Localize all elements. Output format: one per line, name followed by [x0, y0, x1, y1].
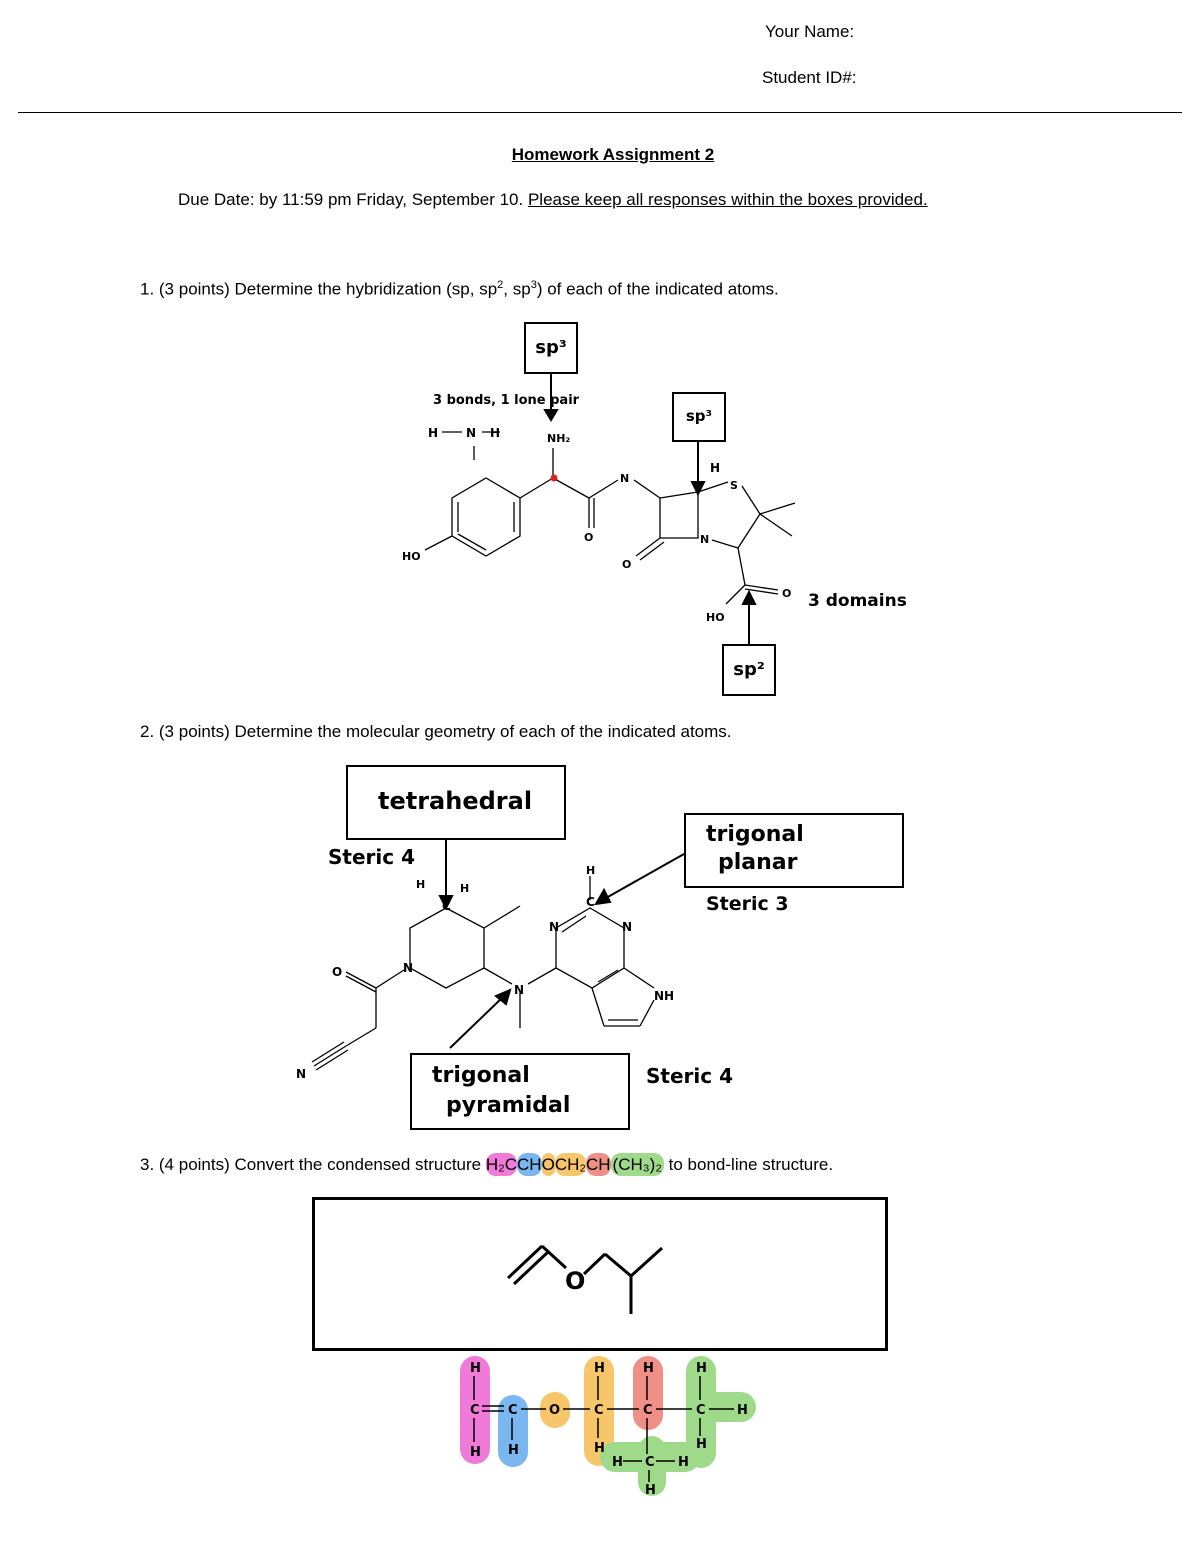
page-title: Homework Assignment 2 [511, 145, 715, 164]
q3-answer-box[interactable] [312, 1197, 888, 1351]
q1-sup2: 3 [530, 279, 537, 291]
q3-exp-c2: C [508, 1403, 518, 1418]
q3-exp-h2: H [470, 1445, 481, 1460]
q2-note-steric-bottom: Steric 4 [646, 1064, 733, 1088]
q2-nh: NH [654, 989, 674, 1003]
q1-prompt-b: , sp [503, 279, 531, 299]
q3-exp-h1: H [470, 1361, 481, 1376]
q2-h-top: H [586, 864, 595, 877]
q3-exp-h7: H [696, 1361, 707, 1376]
q1-note-bonds: 3 bonds, 1 lone pair [433, 393, 580, 408]
q1-answer-box-top[interactable]: sp³ [524, 322, 578, 374]
q2-n-a: N [549, 920, 559, 934]
q2-c-top: C [586, 895, 595, 909]
q1-answer-box-right[interactable]: sp³ [672, 392, 726, 442]
q1-h-stereo: H [710, 461, 720, 475]
q3-formula-part4: CH₂ [554, 1153, 586, 1176]
q3-exp-h12: H [645, 1483, 656, 1498]
q3-formula-part3: O [541, 1153, 555, 1176]
q1-nh2: NH₂ [547, 432, 570, 445]
q1-prompt-c: ) of each of the indicated atoms. [536, 279, 779, 299]
q1-o2: O [622, 558, 631, 571]
q2-n-amine: N [514, 983, 524, 997]
q3-exp-c5: C [696, 1403, 706, 1418]
q1-answer-top: sp³ [535, 337, 567, 358]
q3-prompt: 3. (4 points) Convert the condensed stru… [140, 1153, 834, 1176]
q2-answer-box-top[interactable]: tetrahedral [346, 765, 566, 840]
q2-o: O [332, 965, 342, 979]
q3-formula-part6: (CH₃)₂ [610, 1153, 664, 1176]
q1-s: S [730, 479, 738, 492]
q3-exp-c4: C [643, 1403, 653, 1418]
q3-exp-h9: H [696, 1437, 707, 1452]
q1-prompt: 1. (3 points) Determine the hybridizatio… [140, 279, 779, 300]
due-instruction: Please keep all responses within the box… [527, 190, 928, 209]
q2-n-b: N [622, 920, 632, 934]
q3-exp-h8: H [737, 1403, 748, 1418]
q1-h-right: H [490, 426, 500, 440]
q1-n1: N [620, 472, 629, 485]
q1-answer-box-bottom[interactable]: sp² [722, 644, 776, 696]
q3-formula-part1: H₂C [485, 1153, 518, 1176]
q2-prompt: 2. (3 points) Determine the molecular ge… [140, 722, 732, 741]
q3-formula-part2: CH [517, 1153, 542, 1176]
q3-exp-o: O [549, 1403, 560, 1418]
q1-note-domains: 3 domains [808, 591, 907, 611]
q2-answer-top: tetrahedral [378, 787, 533, 815]
q3-exp-h6: H [643, 1361, 654, 1376]
name-label: Your Name: [765, 22, 855, 41]
q1-prompt-a: 1. (3 points) Determine the hybridizatio… [140, 279, 498, 299]
q3-bondline-o: O [565, 1267, 585, 1295]
student-id-label: Student ID#: [762, 68, 857, 87]
q3-exp-c6: C [645, 1455, 655, 1470]
q2-h-right: H [460, 882, 469, 895]
q1-ho: HO [402, 550, 421, 563]
q1-o1: O [584, 531, 593, 544]
q1-answer-right: sp³ [685, 407, 713, 425]
indicated-atom-dot [550, 474, 558, 482]
q3-exp-h5: H [594, 1441, 605, 1456]
q2-answer-bottom-line1: trigonal [432, 1063, 530, 1088]
q1-sup1: 2 [497, 279, 504, 291]
header-divider [18, 112, 1182, 113]
q2-answer-box-right[interactable]: trigonal planar [684, 813, 904, 888]
due-date: Due Date: by 11:59 pm Friday, September … [178, 190, 524, 209]
q3-exp-h11: H [678, 1455, 689, 1470]
q3-prompt-a: 3. (4 points) Convert the condensed stru… [140, 1155, 486, 1174]
q2-note-steric-right: Steric 3 [706, 893, 789, 915]
q1-n2: N [700, 533, 709, 546]
q3-exp-h10: H [612, 1455, 623, 1470]
q1-o3: O [782, 587, 791, 600]
q3-prompt-b: to bond-line structure. [663, 1155, 834, 1174]
q2-answer-right-line2: planar [718, 850, 798, 875]
q1-n-exp: N [466, 426, 476, 440]
q2-answer-right-line1: trigonal [706, 822, 804, 847]
q2-note-steric-top: Steric 4 [328, 845, 415, 869]
due-line: Due Date: by 11:59 pm Friday, September … [178, 190, 928, 210]
q1-h-left: H [428, 426, 438, 440]
q1-answer-bottom: sp² [733, 659, 765, 680]
q3-exp-h3: H [508, 1443, 519, 1458]
q2-h-left: H [416, 878, 425, 891]
q3-formula-part5: CH [585, 1153, 611, 1176]
q3-exp-c1: C [470, 1403, 480, 1418]
q3-exp-c3: C [594, 1403, 604, 1418]
q1-ho2: HO [706, 611, 725, 624]
q3-exp-h4: H [594, 1361, 605, 1376]
q2-answer-box-bottom[interactable]: trigonal pyramidal [410, 1053, 630, 1130]
q2-n-ring: N [403, 961, 413, 975]
q2-n-nitrile: N [296, 1067, 306, 1081]
q2-answer-bottom-line2: pyramidal [446, 1093, 571, 1118]
